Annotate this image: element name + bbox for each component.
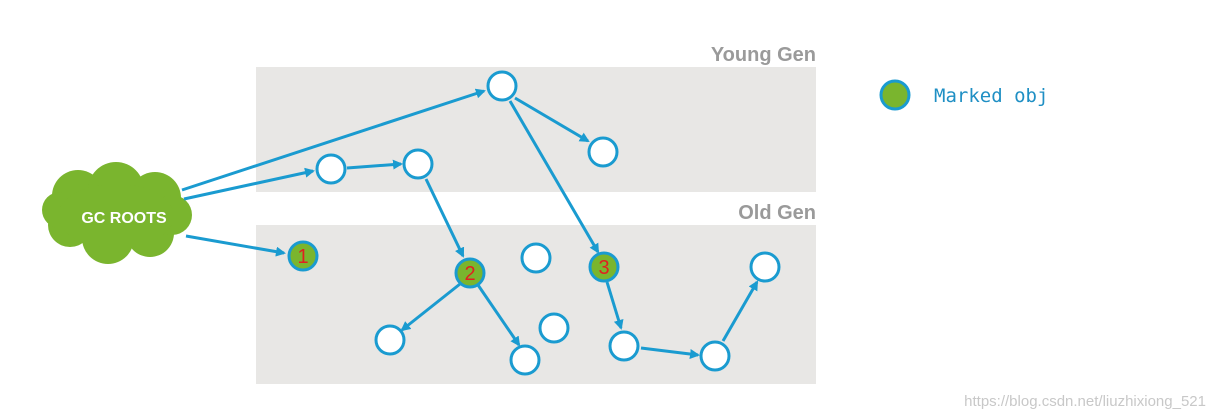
legend-marked-swatch xyxy=(879,79,911,111)
gc-roots-cloud: GC ROOTS xyxy=(42,162,192,264)
node-old-left xyxy=(374,324,406,356)
node-marked-2 xyxy=(454,257,486,289)
node-old-c xyxy=(608,330,640,362)
node-young-a xyxy=(315,153,347,185)
watermark-text: https://blog.csdn.net/liuzhixiong_521 xyxy=(964,393,1206,410)
node-old-isolated-a xyxy=(520,242,552,274)
gc-roots-label: GC ROOTS xyxy=(81,210,167,227)
young-gen-region xyxy=(256,67,816,192)
edge-young-a-to-young-b xyxy=(346,159,403,170)
edge-old-c-to-old-d xyxy=(640,346,700,359)
legend-label: Marked obj xyxy=(934,85,1048,107)
marked-3-number: 3 xyxy=(598,257,609,279)
edge-old-d-to-old-e xyxy=(721,280,759,342)
node-old-bottom xyxy=(509,344,541,376)
node-old-e xyxy=(749,251,781,283)
node-old-isolated-b xyxy=(538,312,570,344)
node-young-b xyxy=(402,148,434,180)
old-gen-label: Old Gen xyxy=(738,202,816,224)
object-nodes xyxy=(287,70,781,376)
edge-roots-to-young-top xyxy=(181,88,486,192)
edge-roots-to-marked-1 xyxy=(185,234,286,257)
edge-marked-3-to-old-c xyxy=(605,281,624,330)
edge-young-b-to-marked-2 xyxy=(424,178,465,258)
node-young-top xyxy=(486,70,518,102)
legend: Marked obj xyxy=(879,79,1048,111)
edge-marked-2-to-old-left xyxy=(400,282,461,332)
young-gen-label: Young Gen xyxy=(711,44,816,66)
edge-marked-2-to-old-bottom xyxy=(476,284,521,347)
reference-edges xyxy=(181,88,759,359)
node-marked-3 xyxy=(588,251,620,283)
node-marked-1 xyxy=(287,240,319,272)
node-old-d xyxy=(699,340,731,372)
edge-young-top-to-young-right xyxy=(514,96,590,143)
node-young-right xyxy=(587,136,619,168)
marked-2-number: 2 xyxy=(464,263,475,285)
marked-1-number: 1 xyxy=(297,246,308,268)
edge-roots-to-young-a xyxy=(183,167,315,201)
edge-young-top-to-marked-3 xyxy=(508,100,600,254)
